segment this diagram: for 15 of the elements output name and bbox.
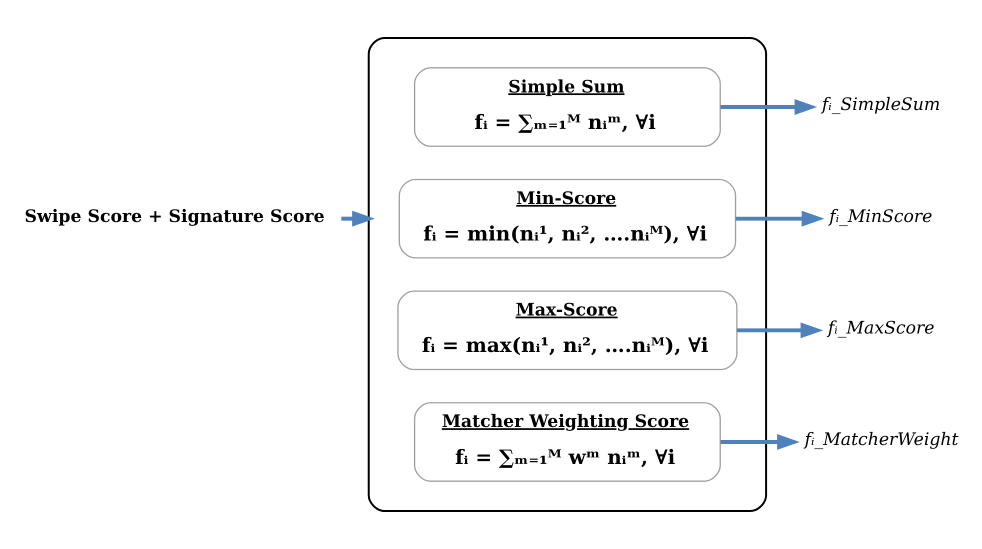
node-text: Swipe Score + Signature Score [24,206,325,227]
arrow [341,210,375,227]
node-box: Matcher Weighting Score fᵢ = ∑ₘ₌₁ᴹ wᵐ nᵢᵐ, ∀i [414,402,721,482]
node-text: fᵢ_SimpleSum [822,95,940,116]
arrow [736,210,824,227]
arrow [720,99,818,115]
node-text: fᵢ_MinScore [829,206,932,227]
node-box: Simple Sum fᵢ = ∑ₘ₌₁ᴹ nᵢᵐ, ∀i [414,67,721,147]
node-box: Max-Score fᵢ = max(nᵢ¹, nᵢ², ….nᵢᴹ), ∀i [397,290,738,370]
arrow [736,322,824,338]
node-box: Min-Score fᵢ = min(nᵢ¹, nᵢ², ….nᵢᴹ), ∀i [398,178,736,259]
node-text: fᵢ_MaxScore [828,318,934,339]
arrow [720,434,800,450]
node-text: fᵢ_MatcherWeight [804,430,958,450]
cluster [368,36,768,512]
